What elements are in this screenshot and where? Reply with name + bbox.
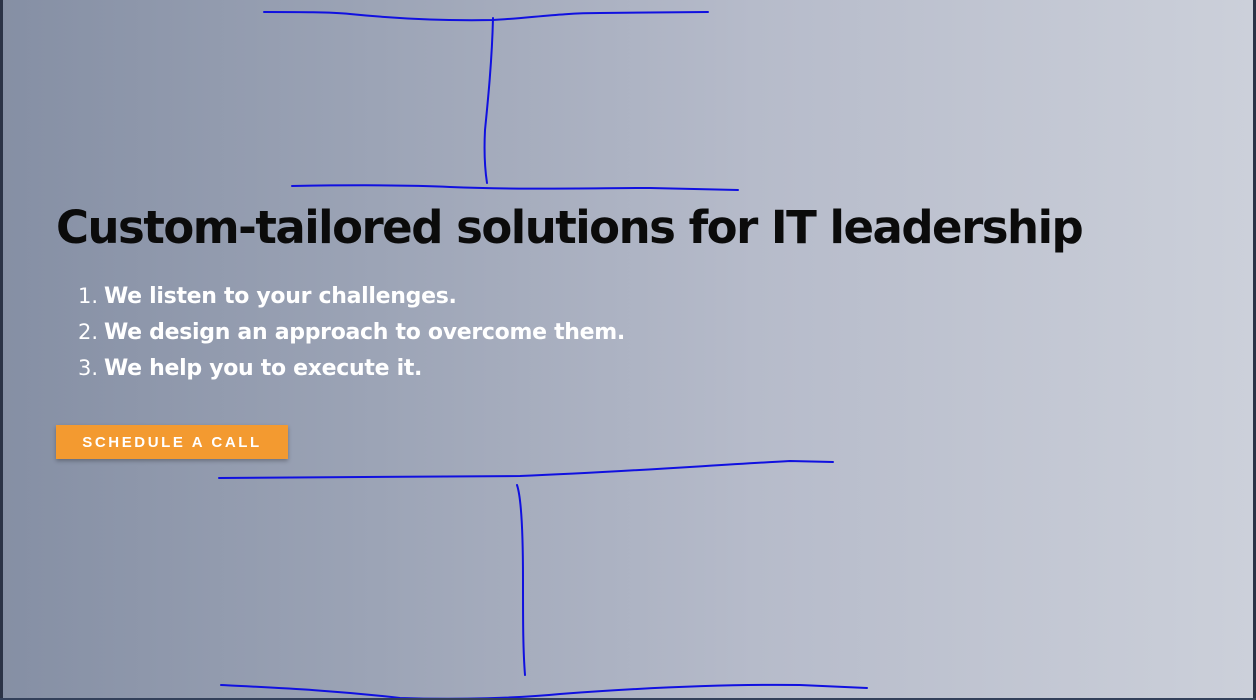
step-text: We listen to your challenges. [104, 284, 457, 309]
step-item-2: 2. We design an approach to overcome the… [78, 314, 625, 350]
window-left-edge [0, 0, 3, 700]
hero-headline: Custom-tailored solutions for IT leaders… [56, 201, 1084, 254]
step-item-1: 1. We listen to your challenges. [78, 278, 625, 314]
window-right-edge [1253, 0, 1256, 700]
step-number: 1. [78, 284, 99, 308]
steps-list: 1. We listen to your challenges. 2. We d… [78, 278, 625, 386]
step-text: We design an approach to overcome them. [104, 320, 625, 345]
window-bottom-edge [0, 698, 1256, 700]
step-text: We help you to execute it. [104, 356, 423, 381]
step-number: 3. [78, 356, 99, 380]
step-number: 2. [78, 320, 99, 344]
step-item-3: 3. We help you to execute it. [78, 350, 625, 386]
schedule-call-button[interactable]: SCHEDULE A CALL [56, 425, 288, 459]
